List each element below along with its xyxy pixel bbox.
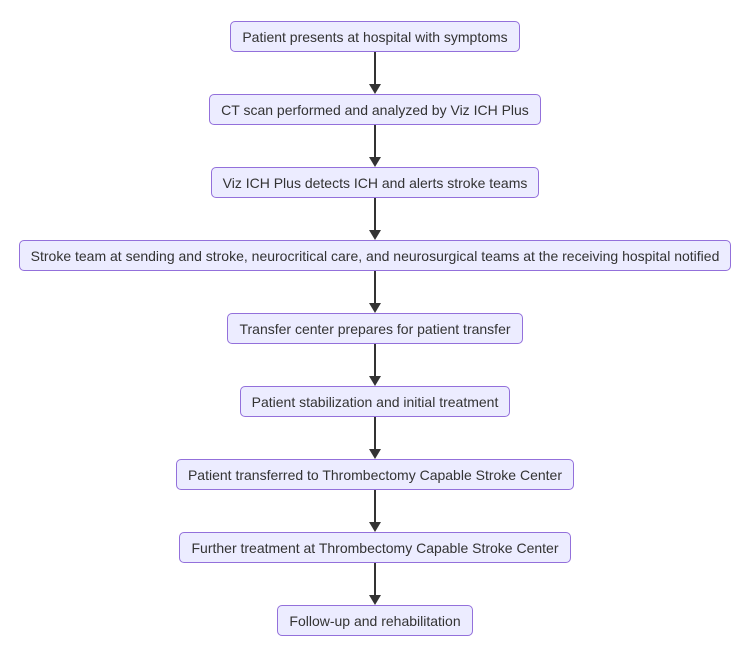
arrow-head-down-icon [369,595,381,605]
arrow-head-down-icon [369,84,381,94]
arrow-line [374,563,376,595]
arrow-line [374,52,376,84]
arrow-head-down-icon [369,157,381,167]
flow-arrow [368,344,382,386]
arrow-head-down-icon [369,230,381,240]
arrow-line [374,198,376,230]
arrow-head-down-icon [369,376,381,386]
flow-node-followup: Follow-up and rehabilitation [277,605,473,636]
arrow-head-down-icon [369,303,381,313]
arrow-line [374,490,376,522]
arrow-line [374,125,376,157]
flow-node-ich-detected: Viz ICH Plus detects ICH and alerts stro… [210,167,540,198]
flow-node-teams-notified: Stroke team at sending and stroke, neuro… [18,240,732,271]
flow-arrow [368,417,382,459]
flow-node-transfer-center: Transfer center prepares for patient tra… [227,313,523,344]
arrow-head-down-icon [369,449,381,459]
flow-arrow [368,198,382,240]
arrow-line [374,417,376,449]
flow-arrow [368,271,382,313]
flow-arrow [368,490,382,532]
flow-arrow [368,563,382,605]
flow-node-patient-presents: Patient presents at hospital with sympto… [230,21,520,52]
arrow-line [374,271,376,303]
arrow-line [374,344,376,376]
flow-arrow [368,125,382,167]
arrow-head-down-icon [369,522,381,532]
flow-node-further-treatment: Further treatment at Thrombectomy Capabl… [179,532,571,563]
flow-node-patient-transferred: Patient transferred to Thrombectomy Capa… [175,459,575,490]
flow-node-ct-scan: CT scan performed and analyzed by Viz IC… [209,94,541,125]
flow-node-stabilization: Patient stabilization and initial treatm… [239,386,511,417]
flow-arrow [368,52,382,94]
